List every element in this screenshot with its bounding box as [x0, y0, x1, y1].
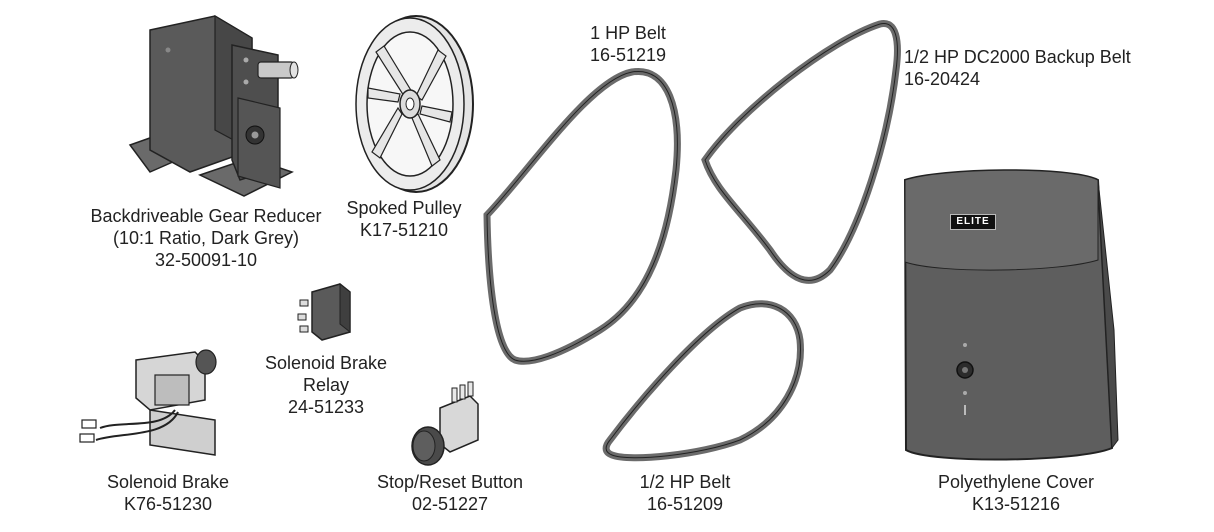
spoked-pulley-name: Spoked Pulley	[346, 198, 462, 218]
spoked-pulley-label: Spoked Pulley K17-51210	[346, 197, 461, 241]
solenoid-brake-part-number: K76-51230	[123, 494, 213, 514]
belt-1hp-name: 1 HP Belt	[590, 23, 666, 43]
belt-half-hp-part-number: 16-51209	[646, 494, 724, 514]
gear-reducer-detail: (10:1 Ratio, Dark Grey)	[112, 228, 300, 248]
stop-button-part-number: 02-51227	[411, 494, 489, 514]
solenoid-relay-label: Solenoid Brake Relay 24-51233	[265, 352, 387, 418]
belt-1hp-image	[483, 68, 681, 365]
solenoid-relay-name: Solenoid Brake	[264, 353, 388, 373]
belt-half-hp-image	[602, 300, 804, 462]
spoked-pulley-image	[355, 15, 474, 193]
stop-button-image	[411, 381, 479, 466]
gear-reducer-image	[128, 14, 299, 197]
solenoid-brake-label: Solenoid Brake K76-51230	[107, 471, 229, 515]
cover-label: Polyethylene Cover K13-51216	[938, 471, 1094, 515]
belt-half-hp-name: 1/2 HP Belt	[639, 472, 731, 492]
polyethylene-cover-image	[903, 169, 1119, 461]
solenoid-relay-image	[297, 282, 351, 341]
belt-1hp-label: 1 HP Belt 16-51219	[590, 22, 666, 66]
solenoid-brake-name: Solenoid Brake	[106, 472, 230, 492]
belt-backup-label: 1/2 HP DC2000 Backup Belt 16-20424	[904, 46, 1131, 90]
gear-reducer-part-number: 32-50091-10	[154, 250, 258, 270]
solenoid-relay-part-number: 24-51233	[287, 397, 365, 417]
cover-name: Polyethylene Cover	[937, 472, 1095, 492]
belt-backup-image	[701, 20, 901, 284]
spoked-pulley-part-number: K17-51210	[359, 220, 449, 240]
cover-part-number: K13-51216	[971, 494, 1061, 514]
solenoid-relay-name-line2: Relay	[302, 375, 350, 395]
solenoid-brake-image	[79, 349, 217, 456]
stop-button-name: Stop/Reset Button	[376, 472, 524, 492]
belt-1hp-part-number: 16-51219	[589, 45, 667, 65]
gear-reducer-label: Backdriveable Gear Reducer (10:1 Ratio, …	[90, 205, 321, 271]
cover-logo-text: ELITE	[956, 216, 990, 227]
cover-logo: ELITE	[950, 214, 996, 230]
belt-backup-part-number: 16-20424	[904, 69, 981, 89]
belt-half-hp-label: 1/2 HP Belt 16-51209	[640, 471, 731, 515]
belt-backup-name: 1/2 HP DC2000 Backup Belt	[904, 47, 1131, 67]
gear-reducer-name: Backdriveable Gear Reducer	[90, 206, 322, 226]
stop-button-label: Stop/Reset Button 02-51227	[377, 471, 523, 515]
